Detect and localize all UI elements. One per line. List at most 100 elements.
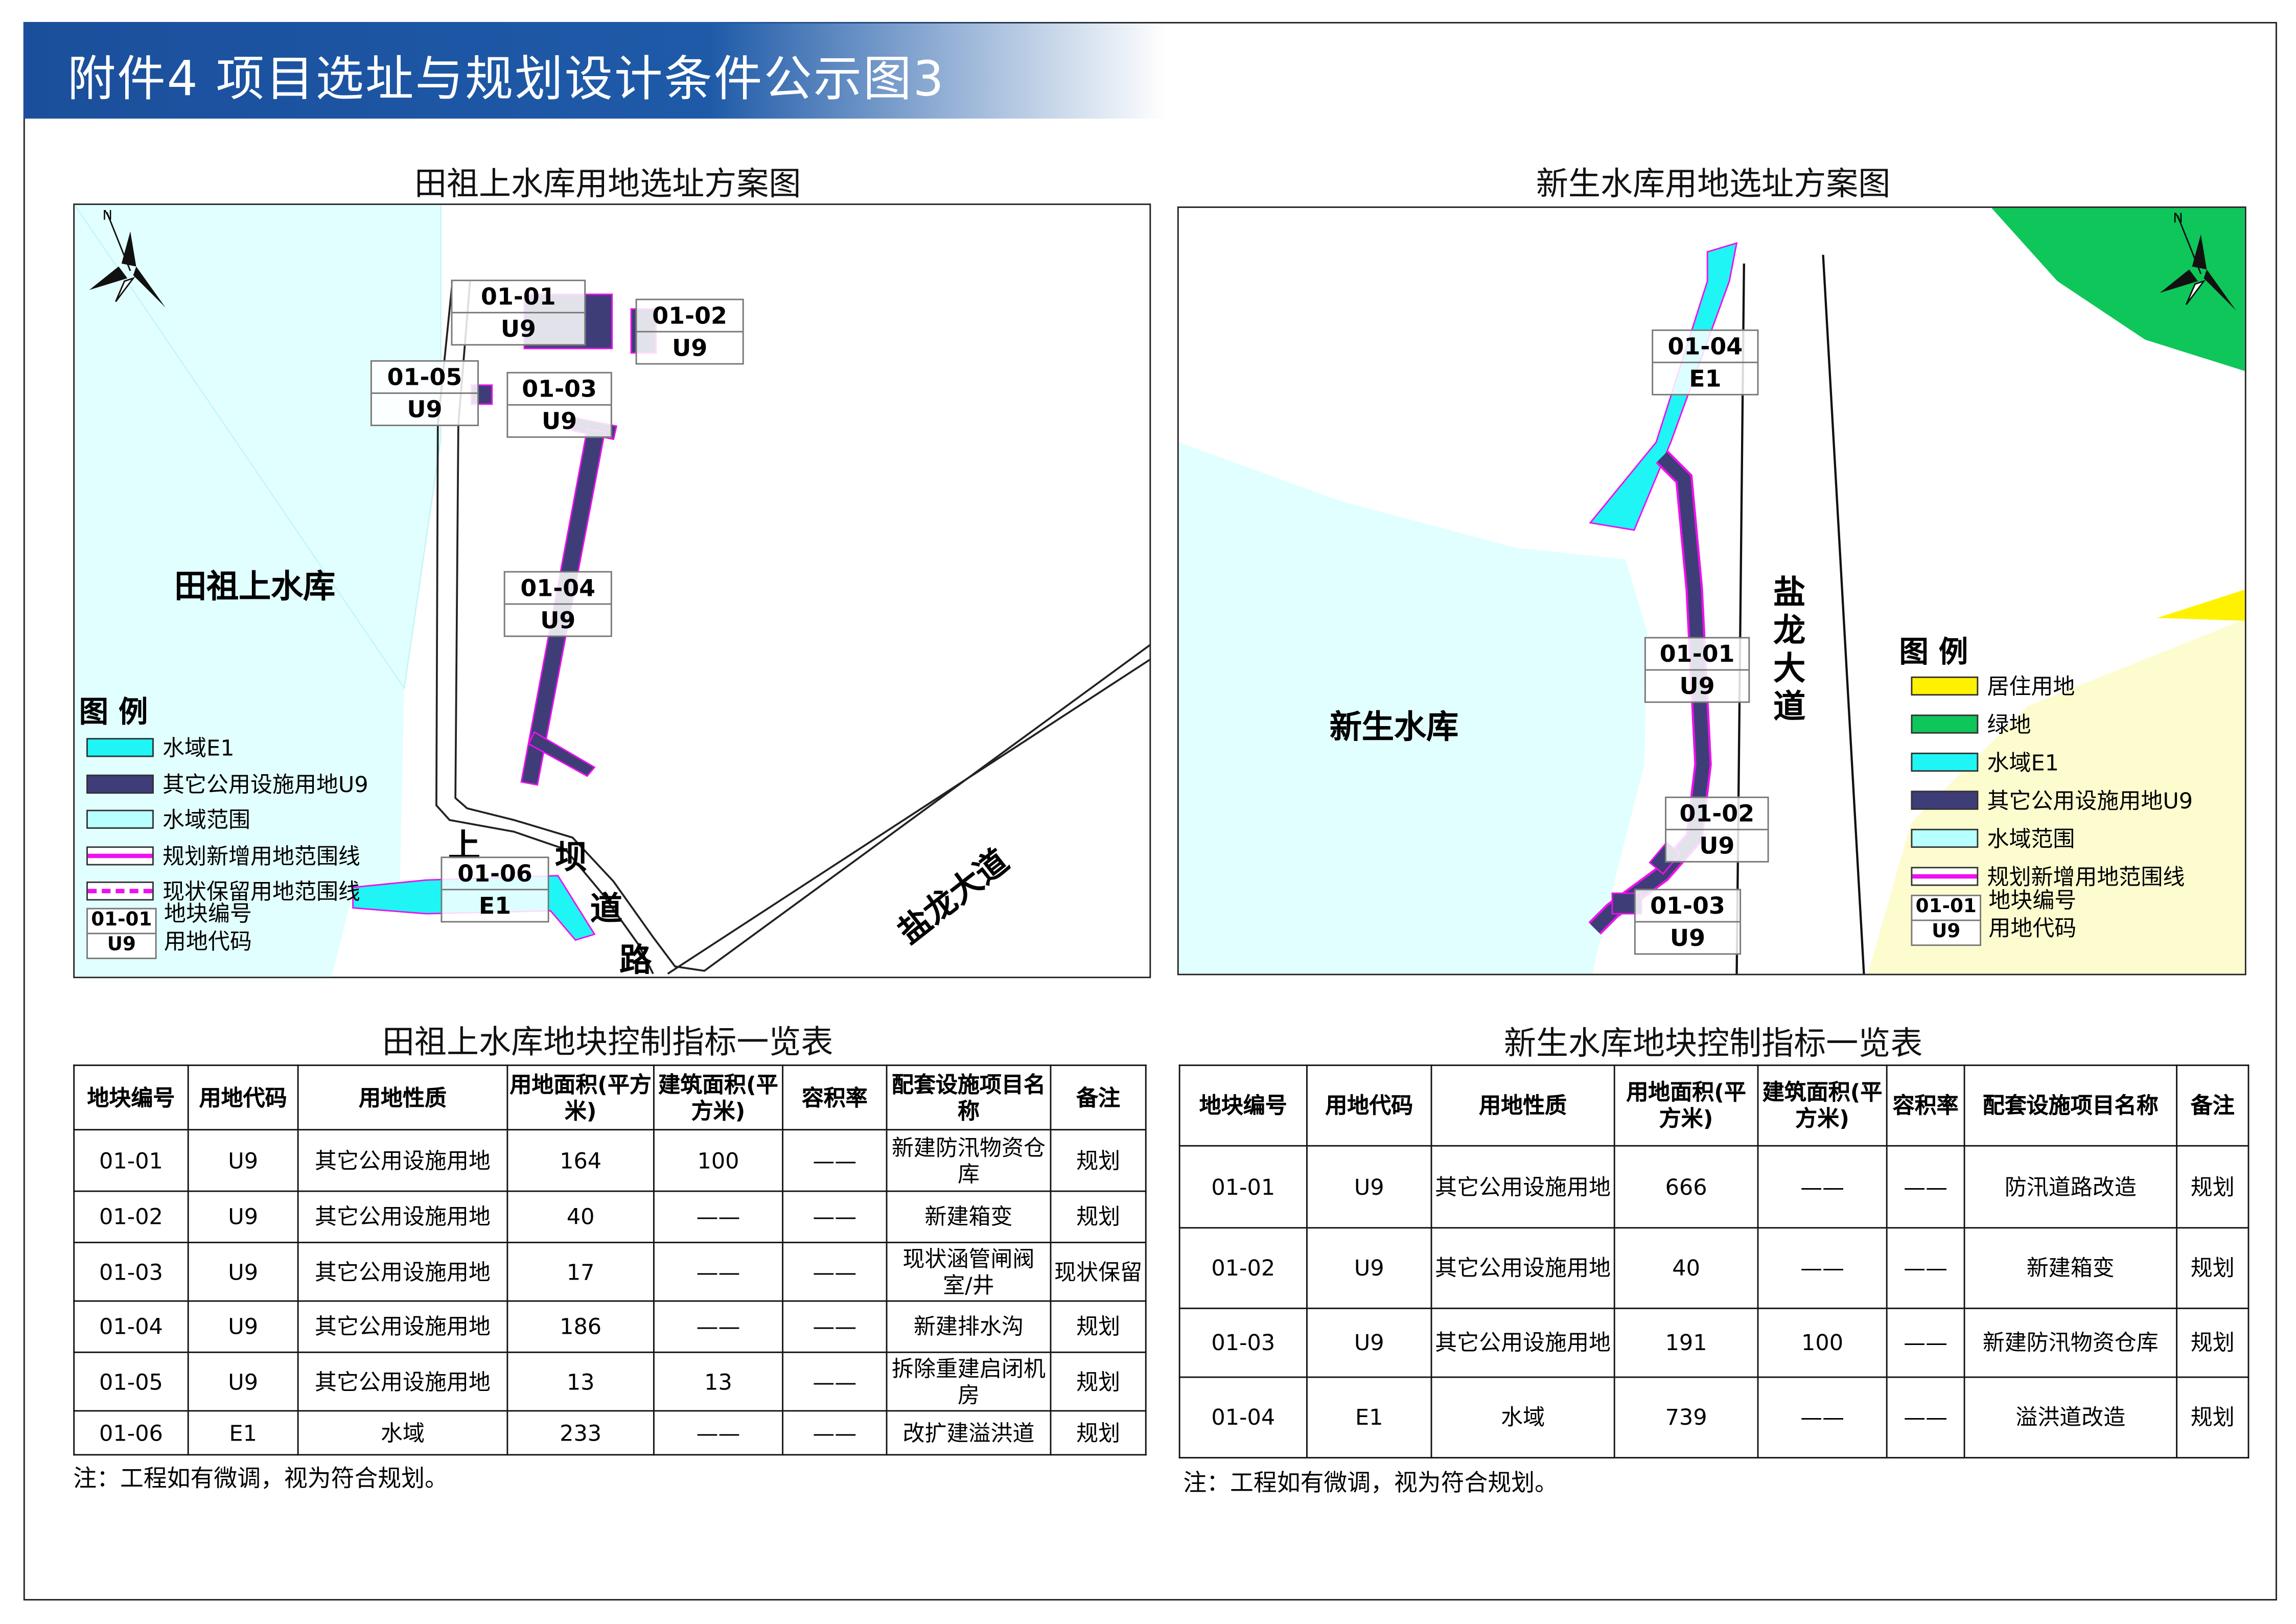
table-cell: 规划 xyxy=(2176,1376,2249,1459)
table-cell: 规划 xyxy=(1050,1300,1147,1353)
table-cell: —— xyxy=(1886,1376,1965,1459)
table-cell: U9 xyxy=(187,1241,299,1302)
column-header: 配套设施项目名称 xyxy=(886,1064,1052,1131)
column-header: 建筑面积(平方米) xyxy=(1757,1064,1888,1147)
table-cell: —— xyxy=(1757,1227,1888,1309)
parcel-id: 01-04 xyxy=(505,572,611,605)
legend-swatch xyxy=(86,845,154,865)
table-cell: U9 xyxy=(1306,1227,1432,1309)
legend-swatch xyxy=(86,774,154,793)
right-table-note: 注：工程如有微调，视为符合规划。 xyxy=(1183,1469,1558,1497)
parcel-id: 01-04 xyxy=(1653,331,1757,363)
legend-label: 用地代码 xyxy=(1988,915,2077,942)
table-cell: —— xyxy=(653,1300,784,1353)
legend-label: 其它公用设施用地U9 xyxy=(1987,787,2193,815)
table-cell: —— xyxy=(1757,1145,1888,1229)
table-cell: 01-04 xyxy=(73,1300,189,1353)
table-cell: 233 xyxy=(506,1410,655,1456)
table-cell: 666 xyxy=(1613,1145,1759,1229)
table-cell: 13 xyxy=(506,1351,655,1412)
table-cell: 164 xyxy=(506,1129,655,1192)
table-cell: 其它公用设施用地 xyxy=(297,1241,508,1302)
legend-title: 图 例 xyxy=(1899,634,1968,669)
table-cell: —— xyxy=(782,1300,888,1353)
table-cell: 规划 xyxy=(2176,1307,2249,1378)
column-header: 用地代码 xyxy=(1306,1064,1432,1147)
legend-item: 居住用地 xyxy=(1911,670,2075,701)
legend-item: 规划新增用地范围线 xyxy=(86,840,360,870)
table-cell: 现状涵管闸阀室/井 xyxy=(886,1241,1052,1302)
table-cell: 其它公用设施用地 xyxy=(297,1190,508,1243)
table-cell: 100 xyxy=(653,1129,784,1192)
table-cell: U9 xyxy=(1306,1145,1432,1229)
parcel-id: 01-01 xyxy=(452,281,585,314)
table-header-row: 地块编号用地代码用地性质用地面积(平方米)建筑面积(平方米)容积率配套设施项目名… xyxy=(1178,1064,2249,1147)
legend-title: 图 例 xyxy=(79,694,148,730)
table-cell: —— xyxy=(782,1241,888,1302)
table-cell: E1 xyxy=(187,1410,299,1456)
north-label: N xyxy=(102,209,112,224)
column-header: 配套设施项目名称 xyxy=(1963,1064,2177,1147)
page-title: 附件4 项目选址与规划设计条件公示图3 xyxy=(67,50,945,107)
table-cell: 01-01 xyxy=(1178,1145,1308,1229)
column-header: 地块编号 xyxy=(73,1064,189,1131)
legend-item: 绿地 xyxy=(1911,709,2031,739)
table-cell: 40 xyxy=(506,1190,655,1243)
left-map-title: 田祖上水库用地选址方案图 xyxy=(414,167,801,204)
left-indicator-table: 地块编号用地代码用地性质用地面积(平方米)建筑面积(平方米)容积率配套设施项目名… xyxy=(73,1064,1147,1456)
table-cell: 溢洪道改造 xyxy=(1963,1376,2177,1459)
legend-swatch xyxy=(86,881,154,901)
legend-swatch xyxy=(1911,867,1979,886)
legend-label: 地块编号 xyxy=(1988,887,2077,914)
table-cell: 01-02 xyxy=(1178,1227,1308,1309)
table-cell: 13 xyxy=(653,1351,784,1412)
legend-label: 水域范围 xyxy=(1987,826,2075,852)
table-cell: 防汛道路改造 xyxy=(1963,1145,2177,1229)
sample-parcel-code: U9 xyxy=(107,933,136,956)
road-line xyxy=(1822,254,1865,974)
table-cell: —— xyxy=(782,1351,888,1412)
table-cell: 186 xyxy=(506,1300,655,1353)
table-cell: 新建防汛物资仓库 xyxy=(886,1129,1052,1192)
left-table-title: 田祖上水库地块控制指标一览表 xyxy=(382,1025,833,1062)
column-header: 用地代码 xyxy=(187,1064,299,1131)
right-indicator-table: 地块编号用地代码用地性质用地面积(平方米)建筑面积(平方米)容积率配套设施项目名… xyxy=(1178,1064,2249,1459)
table-cell: 01-06 xyxy=(73,1410,189,1456)
table-cell: 40 xyxy=(1613,1227,1759,1309)
column-header: 用地面积(平方米) xyxy=(1613,1064,1759,1147)
legend-line xyxy=(87,889,153,893)
table-cell: —— xyxy=(1886,1307,1965,1378)
parcel-code: U9 xyxy=(540,606,576,634)
table-cell: —— xyxy=(653,1190,784,1243)
parcel-code: U9 xyxy=(672,334,708,362)
table-cell: 其它公用设施用地 xyxy=(1430,1145,1615,1229)
sample-parcel-id: 01-01 xyxy=(87,909,155,934)
legend-item: 现状保留用地范围线 xyxy=(86,876,360,907)
column-header: 地块编号 xyxy=(1178,1064,1308,1147)
column-header: 用地性质 xyxy=(1430,1064,1615,1147)
parcel-code: E1 xyxy=(478,892,512,920)
legend-item: 水域E1 xyxy=(86,732,235,763)
table-cell: 100 xyxy=(1757,1307,1888,1378)
legend-swatch xyxy=(1911,714,1979,734)
parcel-01-04-branch xyxy=(527,731,596,777)
parcel-code: U9 xyxy=(500,315,536,343)
column-header: 用地性质 xyxy=(297,1064,508,1131)
table-cell: U9 xyxy=(187,1351,299,1412)
parcel-code: E1 xyxy=(1689,364,1722,392)
parcel-code: U9 xyxy=(1669,924,1706,952)
